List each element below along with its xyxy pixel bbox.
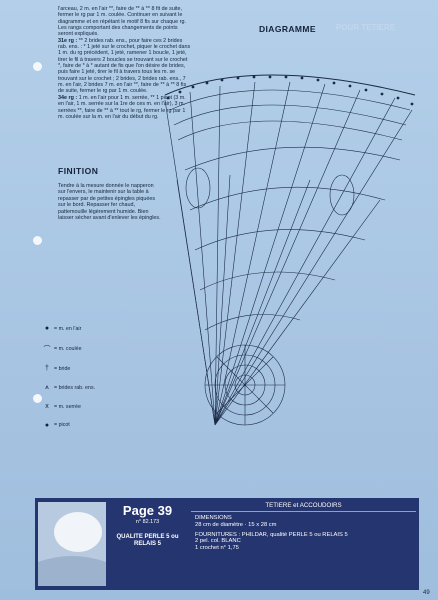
row-31-label: 31e rg : <box>58 37 78 44</box>
fournitures-label: FOURNITURES : <box>195 531 241 538</box>
dimensions-section: DIMENSIONS 28 cm de diamètre · 15 x 28 c… <box>191 512 416 529</box>
legend-item: † = bride <box>40 365 160 372</box>
legend-label: = picot <box>54 422 70 428</box>
instructions-text: l'arceau, 2 m. en l'air **, faire de ** … <box>58 6 192 120</box>
row-31-text: ** 2 brides rab. ens., pour faire ces 2 … <box>58 37 191 95</box>
legend-item: ⩚ = brides rab. ens. <box>40 384 160 392</box>
legend-item: ⌒ = m. coulée <box>40 344 160 354</box>
joined-brides-icon: ⩚ <box>45 383 49 391</box>
legend-label: = brides rab. ens. <box>54 384 96 391</box>
quality-label: QUALITE PERLE 5 ou RELAIS 5 <box>116 534 179 547</box>
instructions-intro: l'arceau, 2 m. en l'air **, faire de ** … <box>58 6 186 38</box>
fournitures-line: 2 pel. col. BLANC <box>195 538 241 545</box>
legend-item: x = m. serrée <box>40 403 160 410</box>
binder-hole <box>33 236 42 245</box>
fournitures-section: FOURNITURES : PHILDAR, qualité PERLE 5 o… <box>191 529 416 552</box>
legend-item: ● = m. en l'air <box>40 325 160 332</box>
page-number: 49 <box>423 590 430 596</box>
picot-icon: ● <box>44 421 50 429</box>
show-through-text: POUR TETIERE <box>336 23 396 32</box>
binder-hole <box>33 62 42 71</box>
page-reference: Page 39 n° 82.173 QUALITE PERLE 5 ou REL… <box>110 503 185 548</box>
page-label: Page 39 <box>122 503 173 518</box>
legend-label: = m. serrée <box>54 403 81 410</box>
legend-label: = m. en l'air <box>54 325 82 332</box>
arc-icon: ⌒ <box>43 345 51 353</box>
diagram-title: DIAGRAMME <box>259 24 316 34</box>
legend-label: = bride <box>54 365 71 372</box>
finition-text: Tendre à la mesure donnée le napperon su… <box>58 183 161 222</box>
finition-title: FINITION <box>58 166 99 176</box>
cross-icon: † <box>45 365 49 372</box>
row-34-label: 34e rg : <box>58 94 78 101</box>
project-title: TETIERE et ACCOUDOIRS <box>191 501 416 512</box>
dimensions-label: DIMENSIONS <box>195 515 232 521</box>
product-photo <box>38 502 106 586</box>
symbol-legend: ● = m. en l'air ⌒ = m. coulée † = bride … <box>40 325 160 440</box>
oval-icon: ● <box>44 325 50 332</box>
project-info: TETIERE et ACCOUDOIRS DIMENSIONS 28 cm d… <box>191 501 416 552</box>
dimensions-value: 28 cm de diamètre · 15 x 28 cm <box>195 521 277 528</box>
legend-label: = m. coulée <box>54 345 82 352</box>
fournitures-line: 1 crochet n° 1,75 <box>195 545 239 552</box>
x-icon: x <box>45 403 49 410</box>
binder-hole <box>33 394 42 403</box>
fournitures-text: PHILDAR, qualité PERLE 5 ou RELAIS 5 <box>241 531 348 538</box>
reference-number: n° 82.173 <box>135 519 160 525</box>
legend-item: ● = picot <box>40 422 160 429</box>
crochet-diagram <box>164 74 416 426</box>
row-34-text: 1 m. en l'air pour 1 m. serrée, ** 1 pic… <box>58 94 186 120</box>
footer-banner: Page 39 n° 82.173 QUALITE PERLE 5 ou REL… <box>35 498 419 590</box>
